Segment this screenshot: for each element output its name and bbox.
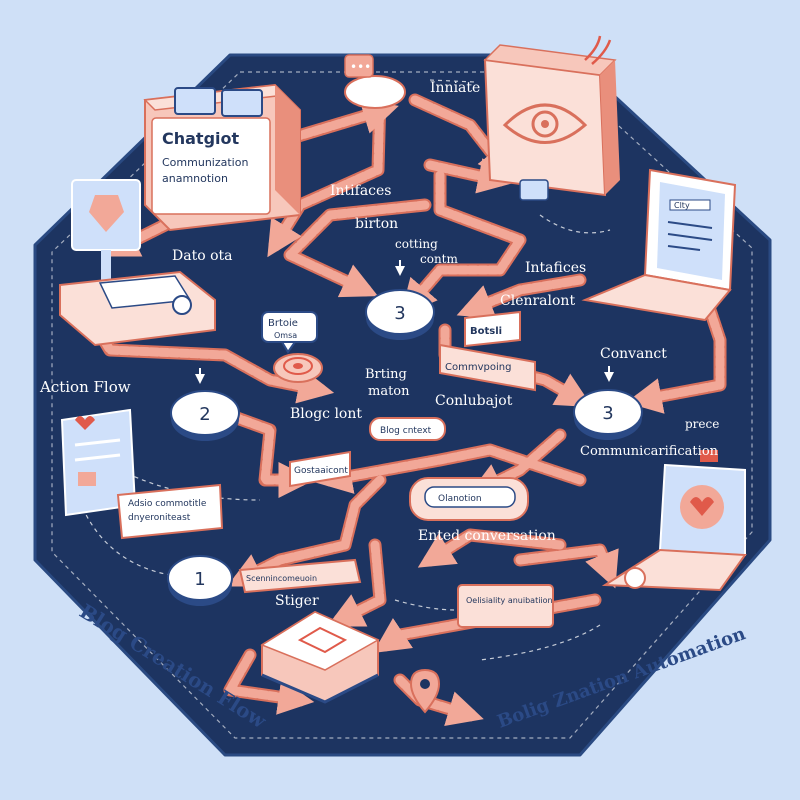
label-intifaces-top: Intifaces <box>330 183 392 199</box>
bubble-top-label: Brtoie <box>268 318 298 329</box>
label-contm: contm <box>420 252 458 266</box>
left-heart-card <box>60 408 137 517</box>
right-laptop: Clty <box>581 168 737 322</box>
label-stiger: Stiger <box>275 593 319 609</box>
label-prece: prece <box>685 417 719 431</box>
chat-bubble-icon <box>344 54 374 78</box>
small-device-icon <box>519 179 549 201</box>
label-action-flow: Action Flow <box>39 378 131 396</box>
label-cotting: cotting <box>395 237 438 251</box>
step-2-label: 2 <box>199 404 210 425</box>
chatbot-box: Chatgiot Communization anamnotion <box>143 83 301 232</box>
label-convanct: Convanct <box>600 346 667 362</box>
location-pin-icon <box>409 668 441 714</box>
label-communication: Communicarification <box>580 444 719 459</box>
card-low-label: Oelisiality anuibatiion <box>466 596 553 605</box>
svg-text:•••: ••• <box>350 60 371 74</box>
bubble-top: Brtoie Omsa <box>261 311 318 354</box>
target-icon <box>172 295 192 315</box>
eye-icon <box>502 103 588 144</box>
laptop-badge: Clty <box>674 201 690 210</box>
step-node-3b: 3 <box>573 389 643 440</box>
card-olanotion-label: Olanotion <box>438 494 482 504</box>
card-gostaaicont-label: Gostaaicont <box>294 466 348 476</box>
chatbot-subtitle-1: Communization <box>162 156 248 169</box>
label-ented-conversation: Ented conversation <box>418 528 556 544</box>
card-botsli: Botsli <box>464 310 521 348</box>
label-brting: Brting <box>365 367 407 382</box>
step-node-1: 1 <box>167 555 233 606</box>
chatbot-subtitle-2: anamnotion <box>162 172 228 185</box>
note-left-line-1: Adsio commotitle <box>128 499 207 509</box>
card-commvpoing: Commvpoing <box>439 343 536 392</box>
chat-window-icon <box>174 87 216 115</box>
label-maton: maton <box>368 384 410 399</box>
label-birton: birton <box>355 216 398 232</box>
signal-icon <box>584 35 612 65</box>
chatbot-title: Chatgiot <box>162 129 240 148</box>
label-data-ota: Dato ota <box>172 248 232 264</box>
board-dashed-outline <box>51 71 753 739</box>
card-olanotion: Olanotion <box>409 477 529 521</box>
step-3a-label: 3 <box>394 303 405 324</box>
chat-window-icon <box>221 89 263 117</box>
step-node-3a: 3 <box>365 289 435 340</box>
eye-monitor <box>483 35 620 201</box>
card-gostaaicont: Gostaaicont <box>289 450 351 488</box>
note-left-line-2: dnyeroniteast <box>128 513 191 523</box>
step-3b-label: 3 <box>602 403 613 424</box>
target-node <box>273 353 323 383</box>
card-blog-context-label: Blog cntext <box>380 426 432 436</box>
card-botsli-label: Botsli <box>470 326 502 337</box>
card-low: Oelisiality anuibatiion <box>457 584 554 628</box>
dashed-connectors <box>69 79 611 661</box>
label-conlubajot: Conlubajot <box>435 393 513 409</box>
right-heart-laptop <box>601 450 747 592</box>
label-blogc-lont: Blogc lont <box>290 406 362 422</box>
step-node-2: 2 <box>170 390 240 441</box>
bubble-top-sub: Omsa <box>274 331 297 340</box>
card-commvpoing-label: Commvpoing <box>445 362 511 373</box>
card-stigr-label: Scennincomeuoin <box>246 574 317 583</box>
shield-icon <box>89 195 124 232</box>
label-clenralont: Clenralont <box>500 293 575 309</box>
card-blog-context: Blog cntext <box>369 417 446 441</box>
bottom-box <box>260 610 380 704</box>
card-stigr: Scennincomeuoin <box>238 558 362 594</box>
left-monitor <box>59 179 216 347</box>
label-intafices: Intafices <box>525 260 586 276</box>
top-chat-node: ••• <box>344 54 406 109</box>
note-left: Adsio commotitle dnyeroniteast <box>116 483 224 540</box>
direction-arrows <box>195 260 614 384</box>
label-initiate: Inniate <box>430 80 480 96</box>
step-1-label: 1 <box>194 569 205 590</box>
